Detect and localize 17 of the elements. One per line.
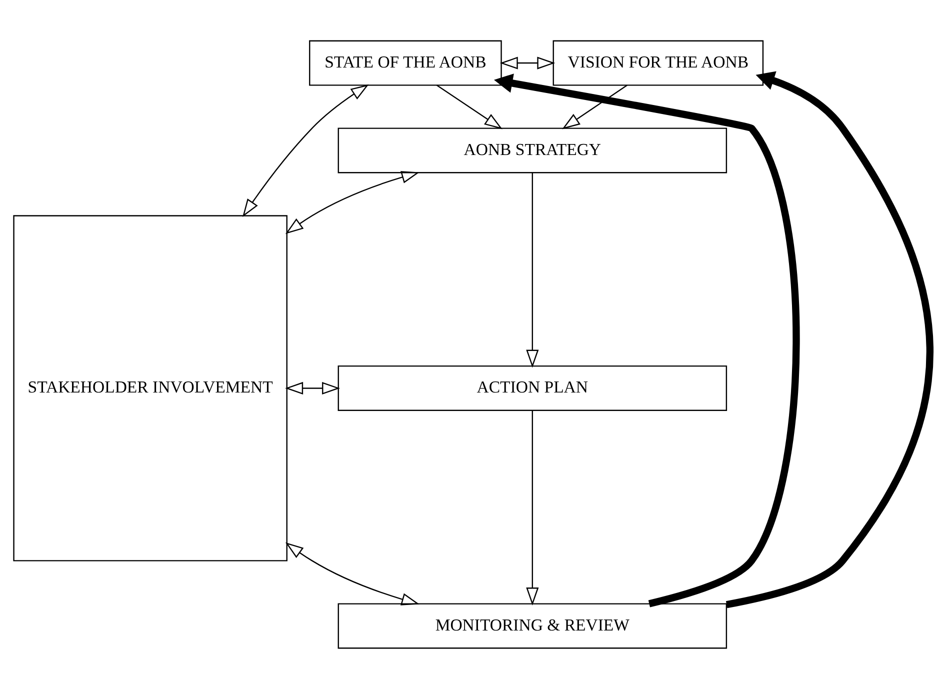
node-box: STAKEHOLDER INVOLVEMENT <box>12 214 287 561</box>
node-box: MONITORING & REVIEW <box>337 602 727 648</box>
node-box: ACTION PLAN <box>337 364 727 410</box>
arrow <box>526 410 538 605</box>
arrow <box>436 84 502 129</box>
arrow <box>284 381 340 394</box>
arrow <box>284 542 419 605</box>
arrow <box>526 172 538 368</box>
arrow <box>242 84 368 216</box>
node-box: STATE OF THE AONB <box>308 40 502 86</box>
arrow <box>284 170 419 234</box>
arrow <box>725 70 933 608</box>
arrow <box>493 73 800 607</box>
node-box: AONB STRATEGY <box>337 127 727 173</box>
arrow <box>562 84 627 129</box>
arrow <box>499 56 555 69</box>
node-box: VISION FOR THE AONB <box>552 40 764 86</box>
